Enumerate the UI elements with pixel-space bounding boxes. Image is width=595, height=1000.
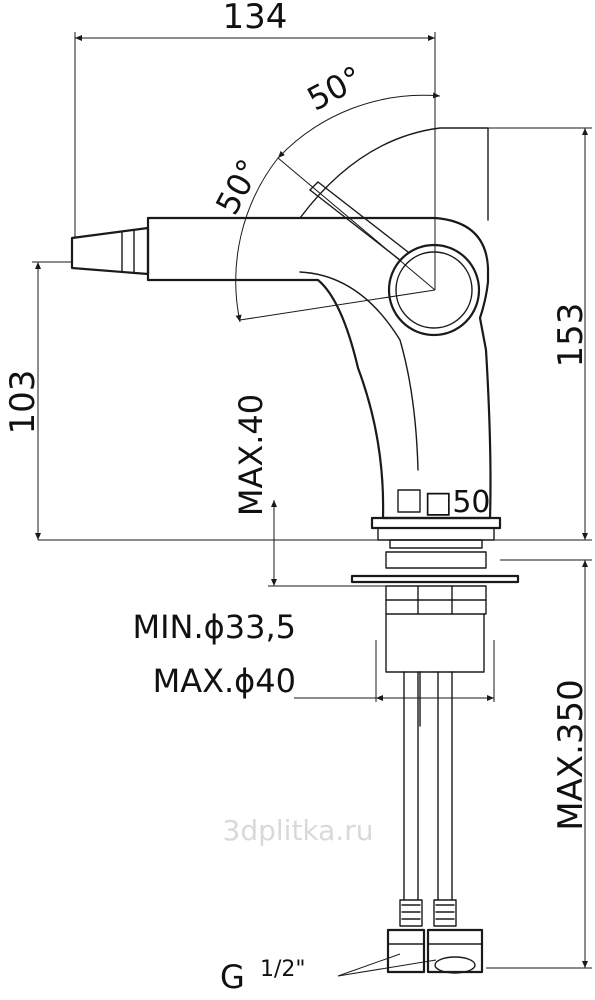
spout-nozzle bbox=[70, 226, 150, 276]
arc-upper-angle-label: 50° bbox=[301, 58, 369, 118]
dimension-spout-height: 103 bbox=[3, 261, 72, 540]
hose-length-label: MAX.350 bbox=[551, 679, 591, 831]
connection-thread-label: G bbox=[220, 958, 245, 996]
dimension-total-height: 153 bbox=[440, 127, 592, 541]
watermark-text: 3dplitka.ru bbox=[223, 814, 374, 847]
connection-thread-callout: G 1/2" bbox=[220, 953, 437, 996]
spout-height-label: 103 bbox=[3, 370, 43, 435]
connection-size-label: 1/2" bbox=[260, 957, 306, 982]
base-flange bbox=[350, 516, 520, 673]
overall-length-label: 134 bbox=[223, 0, 288, 37]
arc-lower-angle-label: 50° bbox=[208, 153, 268, 221]
dimension-hole-diameter: MIN.ϕ33,5 MAX.ϕ40 bbox=[132, 608, 495, 702]
dimension-hose-length: MAX.350 bbox=[486, 559, 592, 969]
flexible-hoses bbox=[386, 671, 484, 974]
body-square-label: □50 bbox=[424, 485, 491, 520]
mixer-body: □50 bbox=[146, 127, 492, 520]
min-hole-diameter-label: MIN.ϕ33,5 bbox=[132, 608, 296, 646]
dimension-deck-thickness: MAX.40 bbox=[232, 394, 386, 587]
dimension-overall-length: 134 bbox=[74, 0, 436, 290]
total-height-label: 153 bbox=[551, 303, 591, 368]
max-hole-diameter-label: MAX.ϕ40 bbox=[153, 662, 296, 700]
deck-thickness-label: MAX.40 bbox=[232, 394, 270, 516]
